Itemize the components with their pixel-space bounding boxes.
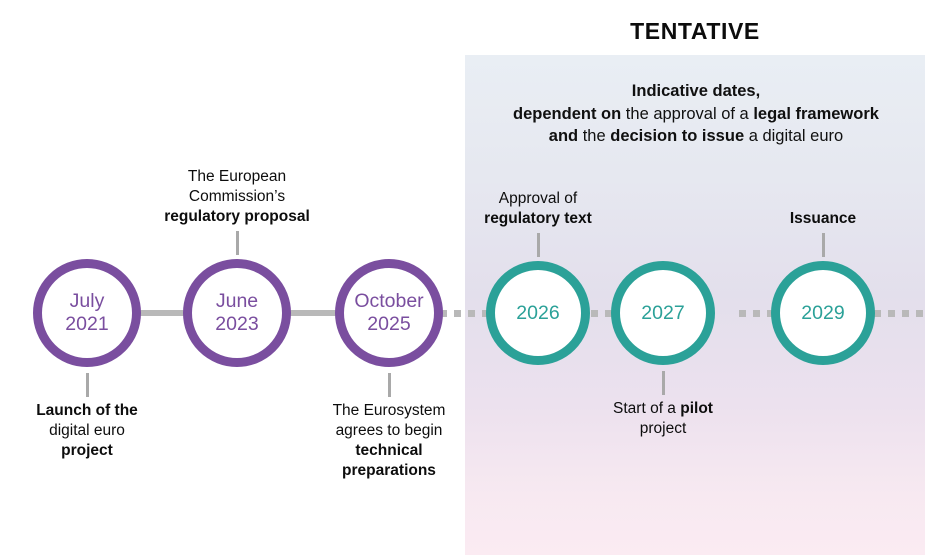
text-line: The European bbox=[187, 168, 287, 185]
text-line: Launch of the bbox=[36, 402, 138, 419]
rail-dotted-1 bbox=[440, 310, 490, 317]
text-line: project bbox=[639, 420, 687, 437]
rail-dotted-4 bbox=[874, 310, 925, 317]
rail-segment-1 bbox=[131, 310, 221, 316]
milestone-caption-october-2025: The Eurosystem agrees to begin technical pr… bbox=[279, 401, 499, 481]
milestone-node-text: 2026 bbox=[516, 302, 559, 325]
milestone-node-line1: 2029 bbox=[801, 301, 845, 324]
milestone-node-line1: 2027 bbox=[641, 301, 685, 324]
text-line: Start of a pilot bbox=[613, 400, 713, 417]
milestone-node-line2: 2021 bbox=[65, 313, 109, 335]
text-line: and the decision to issue a digital euro bbox=[548, 127, 844, 145]
milestone-stem-2029 bbox=[822, 233, 825, 257]
milestone-node-2026[interactable]: 2026 bbox=[486, 261, 590, 365]
milestone-caption-july-2021: Launch of the digital euro project bbox=[0, 401, 197, 461]
text-line: dependent on the approval of a legal fra… bbox=[513, 104, 879, 123]
text-line: digital euro bbox=[49, 422, 125, 439]
text-line: agrees to begin bbox=[335, 422, 443, 439]
milestone-node-2029[interactable]: 2029 bbox=[771, 261, 875, 365]
text-line: technical bbox=[355, 442, 423, 459]
milestone-node-line1: July bbox=[69, 290, 105, 312]
milestone-node-text: 2027 bbox=[641, 302, 684, 325]
text-line: The Eurosystem bbox=[332, 402, 446, 419]
milestone-caption-2026: Approval of regulatory text bbox=[428, 189, 648, 229]
rail-segment-2 bbox=[283, 310, 373, 316]
milestone-stem-2026 bbox=[537, 233, 540, 257]
milestone-stem-june-2023 bbox=[236, 231, 239, 255]
milestone-stem-2027 bbox=[662, 371, 665, 395]
text-line: Issuance bbox=[789, 210, 857, 227]
tentative-title: TENTATIVE bbox=[630, 18, 760, 44]
text-line: regulatory proposal bbox=[164, 208, 310, 225]
text-line: project bbox=[61, 442, 113, 459]
text-line: Indicative dates, bbox=[631, 82, 761, 100]
milestone-caption-2027: Start of a pilot project bbox=[553, 399, 773, 439]
milestone-node-line2: 2025 bbox=[367, 313, 411, 335]
milestone-caption-2029: Issuance bbox=[713, 209, 933, 229]
milestone-node-2027[interactable]: 2027 bbox=[611, 261, 715, 365]
milestone-node-line1: June bbox=[215, 290, 259, 312]
text-line: Commission’s bbox=[188, 188, 286, 205]
milestone-stem-july-2021 bbox=[86, 373, 89, 397]
milestone-stem-october-2025 bbox=[388, 373, 391, 397]
text-line: regulatory text bbox=[484, 210, 592, 227]
milestone-node-line1: 2026 bbox=[516, 301, 560, 324]
milestone-node-text: 2029 bbox=[801, 302, 844, 325]
text-line: Approval of bbox=[498, 190, 578, 207]
milestone-node-line1: October bbox=[354, 290, 424, 312]
milestone-node-line2: 2023 bbox=[215, 313, 259, 335]
text-line: preparations bbox=[342, 462, 436, 479]
tentative-note: Indicative dates, dependent on the approv… bbox=[470, 80, 922, 148]
rail-dotted-3 bbox=[739, 310, 774, 317]
rail-dotted-2 bbox=[591, 310, 626, 317]
